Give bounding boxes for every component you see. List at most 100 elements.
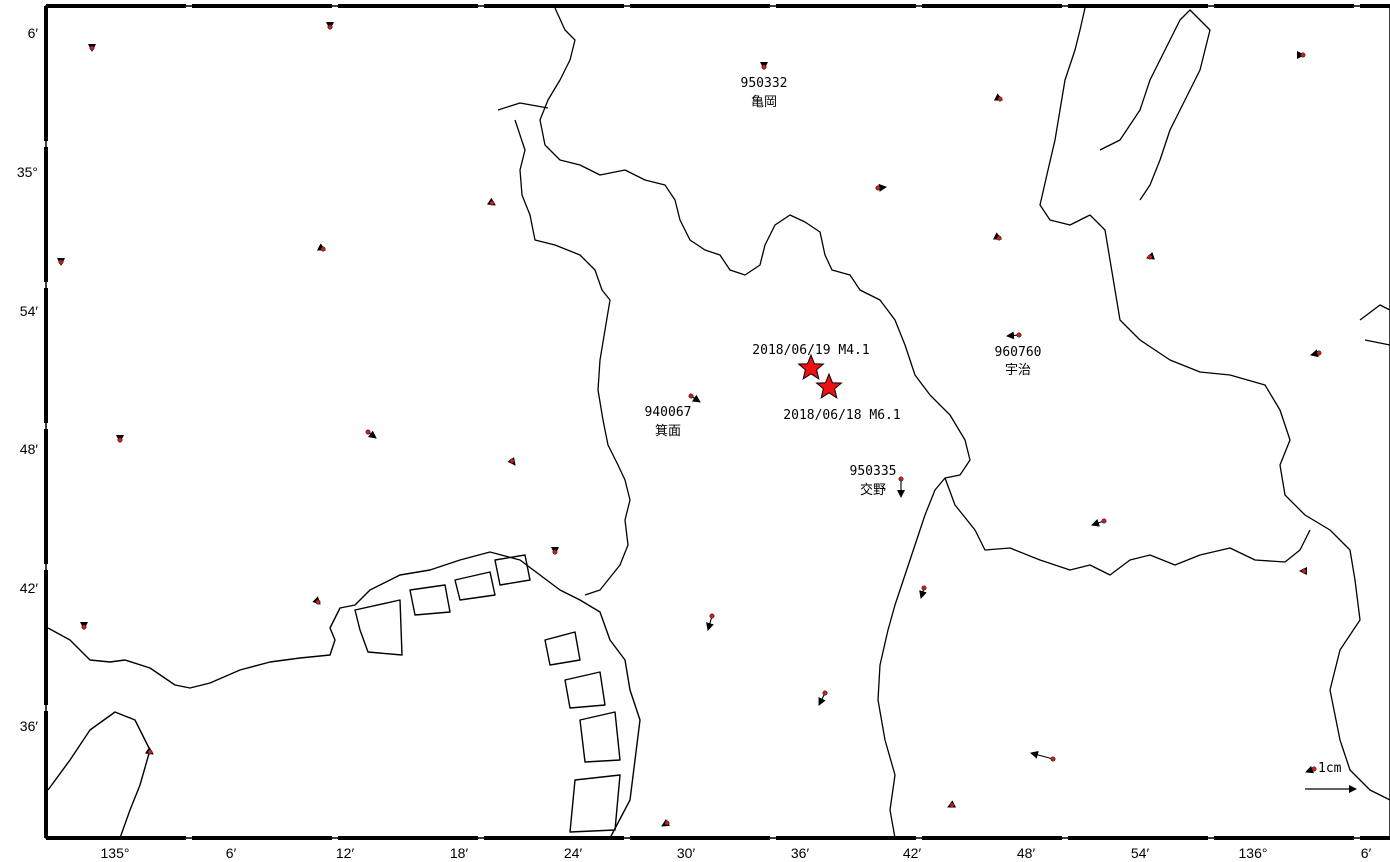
station-vector [992, 232, 1002, 241]
station-vector [1297, 51, 1306, 59]
station-dot [1300, 52, 1306, 58]
station-vector [144, 746, 154, 755]
station-vector [760, 62, 768, 70]
station-name: 交野 [860, 482, 886, 498]
station-dot [761, 64, 767, 70]
y-tick-label: 35° [17, 164, 38, 180]
station-vector [116, 435, 124, 443]
x-tick-label: 18′ [450, 845, 469, 861]
station-dot [949, 802, 955, 808]
station-dot [1016, 332, 1022, 338]
station-id: 960760 [995, 345, 1042, 360]
station-950332: 950332 亀岡 [741, 76, 788, 110]
station-dot [365, 429, 371, 435]
station-dot [688, 393, 694, 399]
station-vector [661, 818, 671, 827]
epicenter-m61: 2018/06/18 M6.1 [783, 372, 901, 423]
station-vector [1146, 251, 1155, 260]
station-vector [919, 585, 927, 599]
station-dot [1147, 254, 1153, 260]
station-vector [947, 800, 957, 808]
station-vector [688, 393, 701, 403]
station-dot [147, 749, 153, 755]
y-tick-label: 36′ [20, 718, 39, 734]
station-vector [706, 613, 715, 631]
x-tick-label: 48′ [1017, 845, 1036, 861]
station-vector [312, 596, 321, 605]
star-icon [797, 353, 825, 381]
station-dot [1301, 568, 1307, 574]
station-dot [117, 437, 123, 443]
station-vector [365, 429, 377, 439]
station-dot [664, 820, 670, 826]
map-frame [44, 4, 1390, 840]
station-dot [509, 458, 515, 464]
station-vector [993, 93, 1003, 102]
y-tick-label: 6′ [28, 25, 39, 41]
station-dot [552, 549, 558, 555]
scale-reference: 1cm [1305, 761, 1357, 793]
x-tick-label: 12′ [336, 845, 355, 861]
station-dot [1311, 766, 1317, 772]
x-tick-label: 54′ [1131, 845, 1150, 861]
station-940067: 940067 箕面 [645, 405, 692, 439]
station-vector [486, 197, 496, 206]
station-950335: 950335 交野 [850, 464, 897, 498]
station-vector [1006, 331, 1022, 340]
x-tick-label: 6′ [226, 845, 237, 861]
station-vector [88, 44, 96, 52]
station-vector [1030, 750, 1056, 762]
station-dot [997, 96, 1003, 102]
station-960760: 960760 宇治 [995, 345, 1042, 378]
y-tick-label: 42′ [20, 580, 39, 596]
epicenter-m41: 2018/06/19 M4.1 [752, 343, 870, 381]
displacement-vectors [57, 22, 1322, 827]
earthquake-label: 2018/06/19 M4.1 [752, 343, 869, 358]
station-vector [316, 243, 326, 252]
station-dot [58, 259, 64, 265]
x-tick-label: 136° [1239, 845, 1268, 861]
station-dot [1050, 756, 1056, 762]
x-tick-label: 6′ [1361, 845, 1372, 861]
x-tick-label: 24′ [564, 845, 583, 861]
x-tick-label: 30′ [677, 845, 696, 861]
station-dot [81, 624, 87, 630]
station-dot [822, 690, 828, 696]
y-axis-ticks: 6′ 35° 54′ 48′ 42′ 36′ [17, 25, 39, 734]
station-dot [89, 45, 95, 51]
station-vector [897, 476, 905, 498]
star-icon [815, 372, 843, 400]
station-dot [875, 185, 881, 191]
station-dot [921, 585, 927, 591]
station-vector [875, 183, 887, 192]
station-vector [1310, 349, 1322, 358]
station-dot [489, 200, 495, 206]
station-dot [315, 599, 321, 605]
station-name: 亀岡 [751, 95, 777, 110]
station-id: 950335 [850, 464, 897, 479]
station-dot [709, 613, 715, 619]
station-dot [327, 24, 333, 30]
station-vector [1305, 765, 1317, 774]
station-id: 950332 [741, 76, 788, 91]
station-name: 宇治 [1005, 363, 1031, 378]
coastline [47, 551, 641, 839]
station-vector [1091, 518, 1107, 527]
station-vector [551, 547, 559, 555]
x-axis-ticks: 135°6′12′18′24′30′36′42′48′54′136°6′ [101, 845, 1372, 861]
station-name: 箕面 [655, 423, 681, 439]
station-vector [818, 690, 828, 706]
station-vector [507, 457, 516, 466]
scale-label: 1cm [1318, 761, 1342, 776]
y-tick-label: 48′ [20, 441, 39, 457]
prefecture-boundaries [497, 7, 1390, 839]
station-vector [1299, 567, 1307, 575]
station-dot [898, 476, 904, 482]
station-dot [996, 235, 1002, 241]
station-vector [57, 258, 65, 266]
station-dot [1101, 518, 1107, 524]
station-vector [326, 22, 334, 30]
y-tick-label: 54′ [20, 303, 39, 319]
earthquake-label: 2018/06/18 M6.1 [783, 408, 900, 423]
station-dot [1316, 350, 1322, 356]
